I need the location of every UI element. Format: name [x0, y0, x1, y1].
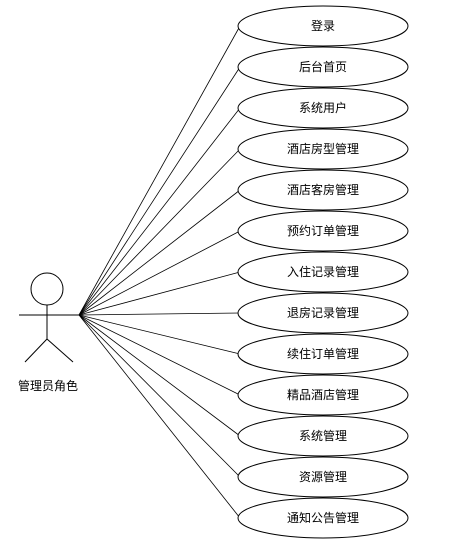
use-case-label: 预约订单管理 [287, 223, 359, 238]
use-case: 精品酒店管理 [237, 374, 409, 416]
use-case: 资源管理 [237, 456, 409, 498]
association-line [78, 25, 241, 316]
use-case: 后台首页 [237, 46, 409, 88]
association-line [78, 314, 241, 478]
use-case: 酒店客房管理 [237, 169, 409, 211]
use-case-label: 酒店客房管理 [287, 182, 359, 197]
use-case: 登录 [237, 5, 409, 47]
use-case-label: 系统用户 [299, 100, 347, 115]
actor-left-leg [24, 338, 48, 363]
association-line [78, 314, 241, 355]
use-case: 入住记录管理 [237, 251, 409, 293]
use-case-label: 资源管理 [299, 469, 347, 484]
use-case-label: 系统管理 [299, 428, 347, 443]
use-case: 预约订单管理 [237, 210, 409, 252]
use-case: 系统用户 [237, 87, 409, 129]
use-case-label: 登录 [311, 18, 335, 33]
association-line [78, 314, 241, 519]
association-line [78, 107, 241, 316]
use-case-label: 后台首页 [299, 59, 347, 74]
use-case: 酒店房型管理 [237, 128, 409, 170]
use-case: 退房记录管理 [237, 292, 409, 334]
use-case-label: 精品酒店管理 [287, 387, 359, 402]
association-line [78, 148, 241, 316]
use-case-ellipse [237, 292, 409, 334]
association-line [78, 66, 241, 316]
association-lines [78, 25, 241, 519]
association-line [78, 312, 241, 316]
use-case-ellipse [237, 415, 409, 457]
association-line [78, 314, 241, 396]
actor-head [30, 272, 64, 306]
use-case-label: 入住记录管理 [287, 264, 359, 279]
association-line [78, 230, 241, 316]
use-case: 通知公告管理 [237, 497, 409, 539]
use-case: 系统管理 [237, 415, 409, 457]
use-case-label: 通知公告管理 [287, 510, 359, 525]
use-case-ellipse [237, 497, 409, 539]
use-case-ellipse [237, 333, 409, 375]
use-case-ellipse [237, 128, 409, 170]
use-case-list: 登录后台首页系统用户酒店房型管理酒店客房管理预约订单管理入住记录管理退房记录管理… [237, 5, 409, 539]
use-case-ellipse [237, 374, 409, 416]
use-case-ellipse [237, 251, 409, 293]
use-case-ellipse [237, 169, 409, 211]
actor-right-leg [46, 338, 74, 363]
use-case-ellipse [237, 87, 409, 129]
association-line [78, 189, 241, 316]
actor-label: 管理员角色 [18, 378, 78, 393]
use-case-label: 续住订单管理 [287, 346, 359, 361]
association-line [78, 271, 241, 316]
actor-figure: 管理员角色 [18, 272, 79, 393]
use-case-label: 酒店房型管理 [287, 141, 359, 156]
use-case-ellipse [237, 5, 409, 47]
association-line [78, 314, 241, 437]
use-case-label: 退房记录管理 [287, 305, 359, 320]
use-case: 续住订单管理 [237, 333, 409, 375]
use-case-ellipse [237, 46, 409, 88]
use-case-ellipse [237, 456, 409, 498]
use-case-ellipse [237, 210, 409, 252]
